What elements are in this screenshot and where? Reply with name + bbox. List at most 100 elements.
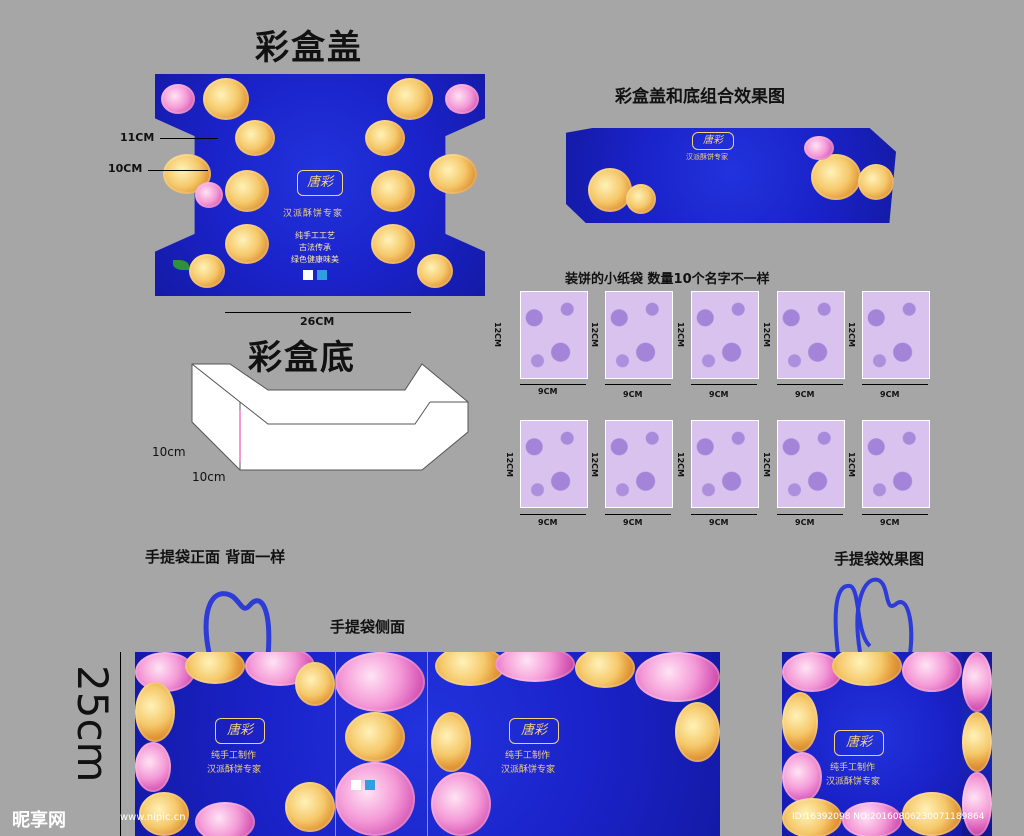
qs-icon: [303, 270, 313, 280]
pouch: [862, 420, 930, 508]
peony-pink-icon: [782, 752, 822, 802]
dim-line: [225, 312, 411, 313]
bag-logo-back: 唐彩: [520, 723, 547, 738]
peony-icon: [185, 652, 245, 684]
dim-line: [120, 652, 121, 836]
peony-icon: [675, 702, 720, 762]
dim-pouch-h: 12CM: [847, 322, 856, 347]
dim-pouch-w: 9CM: [623, 390, 643, 399]
pouches-title: 装饼的小纸袋 数量10个名字不一样: [565, 272, 770, 287]
leaf-icon: [173, 260, 189, 270]
dim-pouch-w: 9CM: [795, 390, 815, 399]
bag-handle-icon: [203, 591, 272, 658]
pouch: [605, 420, 673, 508]
pouch: [520, 420, 588, 508]
dim-10cm: 10CM: [108, 162, 143, 175]
peony-icon: [225, 170, 269, 212]
base-dieline: [191, 363, 469, 471]
peony-icon: [417, 254, 453, 288]
peony-icon: [429, 154, 477, 194]
dim-line: [148, 170, 208, 171]
dim-bag-h: 25cm: [68, 665, 117, 783]
dim-pouch-w: 9CM: [538, 518, 558, 527]
logo-frame: 唐彩: [297, 170, 343, 196]
dim-line: [777, 514, 843, 515]
dim-base-10cm-b: 10cm: [192, 470, 226, 484]
peony-pink-icon: [782, 652, 842, 692]
combo-line: 汉派酥饼专家: [686, 153, 728, 161]
peony-icon: [139, 792, 189, 836]
peony-icon: [902, 792, 962, 836]
bag-line-1: 汉派酥饼专家: [207, 765, 262, 775]
peony-pink-icon: [962, 652, 992, 712]
peony-pink-icon: [635, 652, 720, 702]
watermark-id: ID:16392098 NO:20160806230071189864: [792, 812, 985, 822]
pouch: [777, 291, 845, 379]
peony-icon: [365, 120, 405, 156]
dim-pouch-w: 9CM: [709, 518, 729, 527]
peony-icon: [832, 652, 902, 686]
base-title: 彩盒底: [248, 338, 356, 378]
lid-brand-line: 汉派酥饼专家: [283, 209, 344, 219]
recycle-icon: [317, 270, 327, 280]
dim-line: [862, 514, 928, 515]
peony-icon: [782, 692, 818, 752]
peony-icon: [811, 154, 861, 200]
combo-title: 彩盒盖和底组合效果图: [615, 87, 785, 107]
combo-box: 唐彩 汉派酥饼专家: [566, 128, 896, 223]
peony-pink-icon: [445, 84, 479, 114]
panel-divider: [427, 652, 428, 836]
dim-line: [691, 514, 757, 515]
dim-pouch-h: 12CM: [493, 322, 502, 347]
peony-icon: [575, 652, 635, 688]
peony-icon: [285, 782, 335, 832]
dim-line: [777, 384, 843, 385]
bag-front-title: 手提袋正面 背面一样: [145, 548, 286, 566]
dim-pouch-w: 9CM: [880, 390, 900, 399]
effect-line-1: 汉派酥饼专家: [826, 777, 881, 787]
peony-icon: [371, 224, 415, 264]
peony-icon: [962, 712, 992, 772]
dim-line: [520, 384, 586, 385]
dim-pouch-h: 12CM: [676, 452, 685, 477]
bag-side-title: 手提袋侧面: [330, 618, 406, 636]
dim-pouch-h: 12CM: [505, 452, 514, 477]
combo-logo: 唐彩: [703, 135, 723, 146]
pouch: [520, 291, 588, 379]
bag-effect-handle-icon: [833, 577, 914, 655]
dim-pouch-h: 12CM: [847, 452, 856, 477]
peony-icon: [588, 168, 632, 212]
peony-icon: [387, 78, 433, 120]
bag-effect: 唐彩 纯手工制作 汉派酥饼专家: [782, 652, 992, 836]
lid-title: 彩盒盖: [255, 28, 363, 68]
peony-icon: [626, 184, 656, 214]
lid-slogan-3: 绿色健康味美: [291, 255, 339, 264]
dim-pouch-h: 12CM: [590, 452, 599, 477]
logo-text: 唐彩: [306, 175, 333, 190]
peony-pink-icon: [804, 136, 834, 160]
bag-logo: 唐彩: [226, 723, 253, 738]
pouch: [691, 291, 759, 379]
bag-line-1-back: 汉派酥饼专家: [501, 765, 556, 775]
dim-pouch-h: 12CM: [590, 322, 599, 347]
dim-pouch-w: 9CM: [880, 518, 900, 527]
peony-pink-icon: [495, 652, 575, 682]
peony-pink-icon: [902, 652, 962, 692]
dim-line: [160, 138, 218, 139]
logo-frame: 唐彩: [215, 718, 265, 744]
logo-frame: 唐彩: [509, 718, 559, 744]
logo-frame: 唐彩: [692, 132, 734, 150]
dim-line: [605, 384, 671, 385]
dim-pouch-h: 12CM: [676, 322, 685, 347]
peony-icon: [295, 662, 335, 706]
peony-pink-icon: [195, 182, 223, 208]
bag-line-2: 纯手工制作: [211, 751, 257, 761]
dim-26cm: 26CM: [300, 315, 335, 328]
peony-pink-icon: [335, 762, 415, 836]
pouch: [605, 291, 673, 379]
peony-icon: [435, 652, 505, 686]
dim-pouch-w: 9CM: [538, 387, 558, 396]
lid-slogan-1: 纯手工工艺: [295, 231, 335, 240]
peony-pink-icon: [195, 802, 255, 836]
watermark-site: 昵享网: [12, 810, 66, 831]
